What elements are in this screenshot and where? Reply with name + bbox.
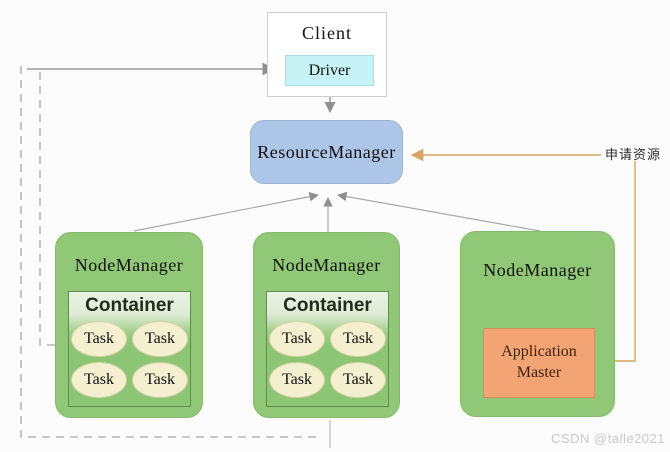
task-ellipse: Task xyxy=(269,321,325,357)
client-node: Client Driver xyxy=(267,12,387,97)
task-ellipse: Task xyxy=(269,362,325,398)
driver-node: Driver xyxy=(285,55,374,86)
node-manager-3-label: NodeManager xyxy=(483,260,592,280)
resource-manager-label: ResourceManager xyxy=(257,141,396,162)
task-ellipse: Task xyxy=(330,321,386,357)
container-2-tasks: Task Task Task Task xyxy=(267,317,388,398)
task-ellipse: Task xyxy=(71,321,127,357)
client-label: Client xyxy=(302,23,352,43)
dashed-loop-outer xyxy=(20,66,320,438)
resource-manager-node: ResourceManager xyxy=(250,120,403,184)
application-master-label: Application Master xyxy=(501,343,577,381)
nm3-to-rm-arrow xyxy=(337,191,541,232)
node-manager-2-label: NodeManager xyxy=(272,255,381,275)
am-to-rm-request-arrow xyxy=(410,148,636,362)
task-ellipse: Task xyxy=(71,362,127,398)
driver-label: Driver xyxy=(308,61,351,79)
csdn-watermark: CSDN @talle2021 xyxy=(551,431,665,446)
container-1: Container Task Task Task Task xyxy=(68,291,191,407)
task-ellipse: Task xyxy=(132,362,188,398)
node-manager-2: NodeManager Container Task Task Task Tas… xyxy=(253,232,400,418)
container-1-tasks: Task Task Task Task xyxy=(69,317,190,398)
node-manager-1-label: NodeManager xyxy=(74,255,184,275)
dashed-loop-inner xyxy=(39,72,55,346)
application-master-node: Application Master xyxy=(483,328,595,398)
container-2: Container Task Task Task Task xyxy=(266,291,389,407)
node-manager-1: NodeManager Container Task Task Task Tas… xyxy=(55,232,203,418)
task-ellipse: Task xyxy=(132,321,188,357)
task-ellipse: Task xyxy=(330,362,386,398)
container-2-label: Container xyxy=(283,295,372,316)
container-1-label: Container xyxy=(85,295,174,316)
request-resources-annotation: 申请资源 xyxy=(601,144,665,162)
node-manager-3: NodeManager Application Master xyxy=(460,231,615,417)
nm1-to-rm-arrow xyxy=(133,191,319,232)
